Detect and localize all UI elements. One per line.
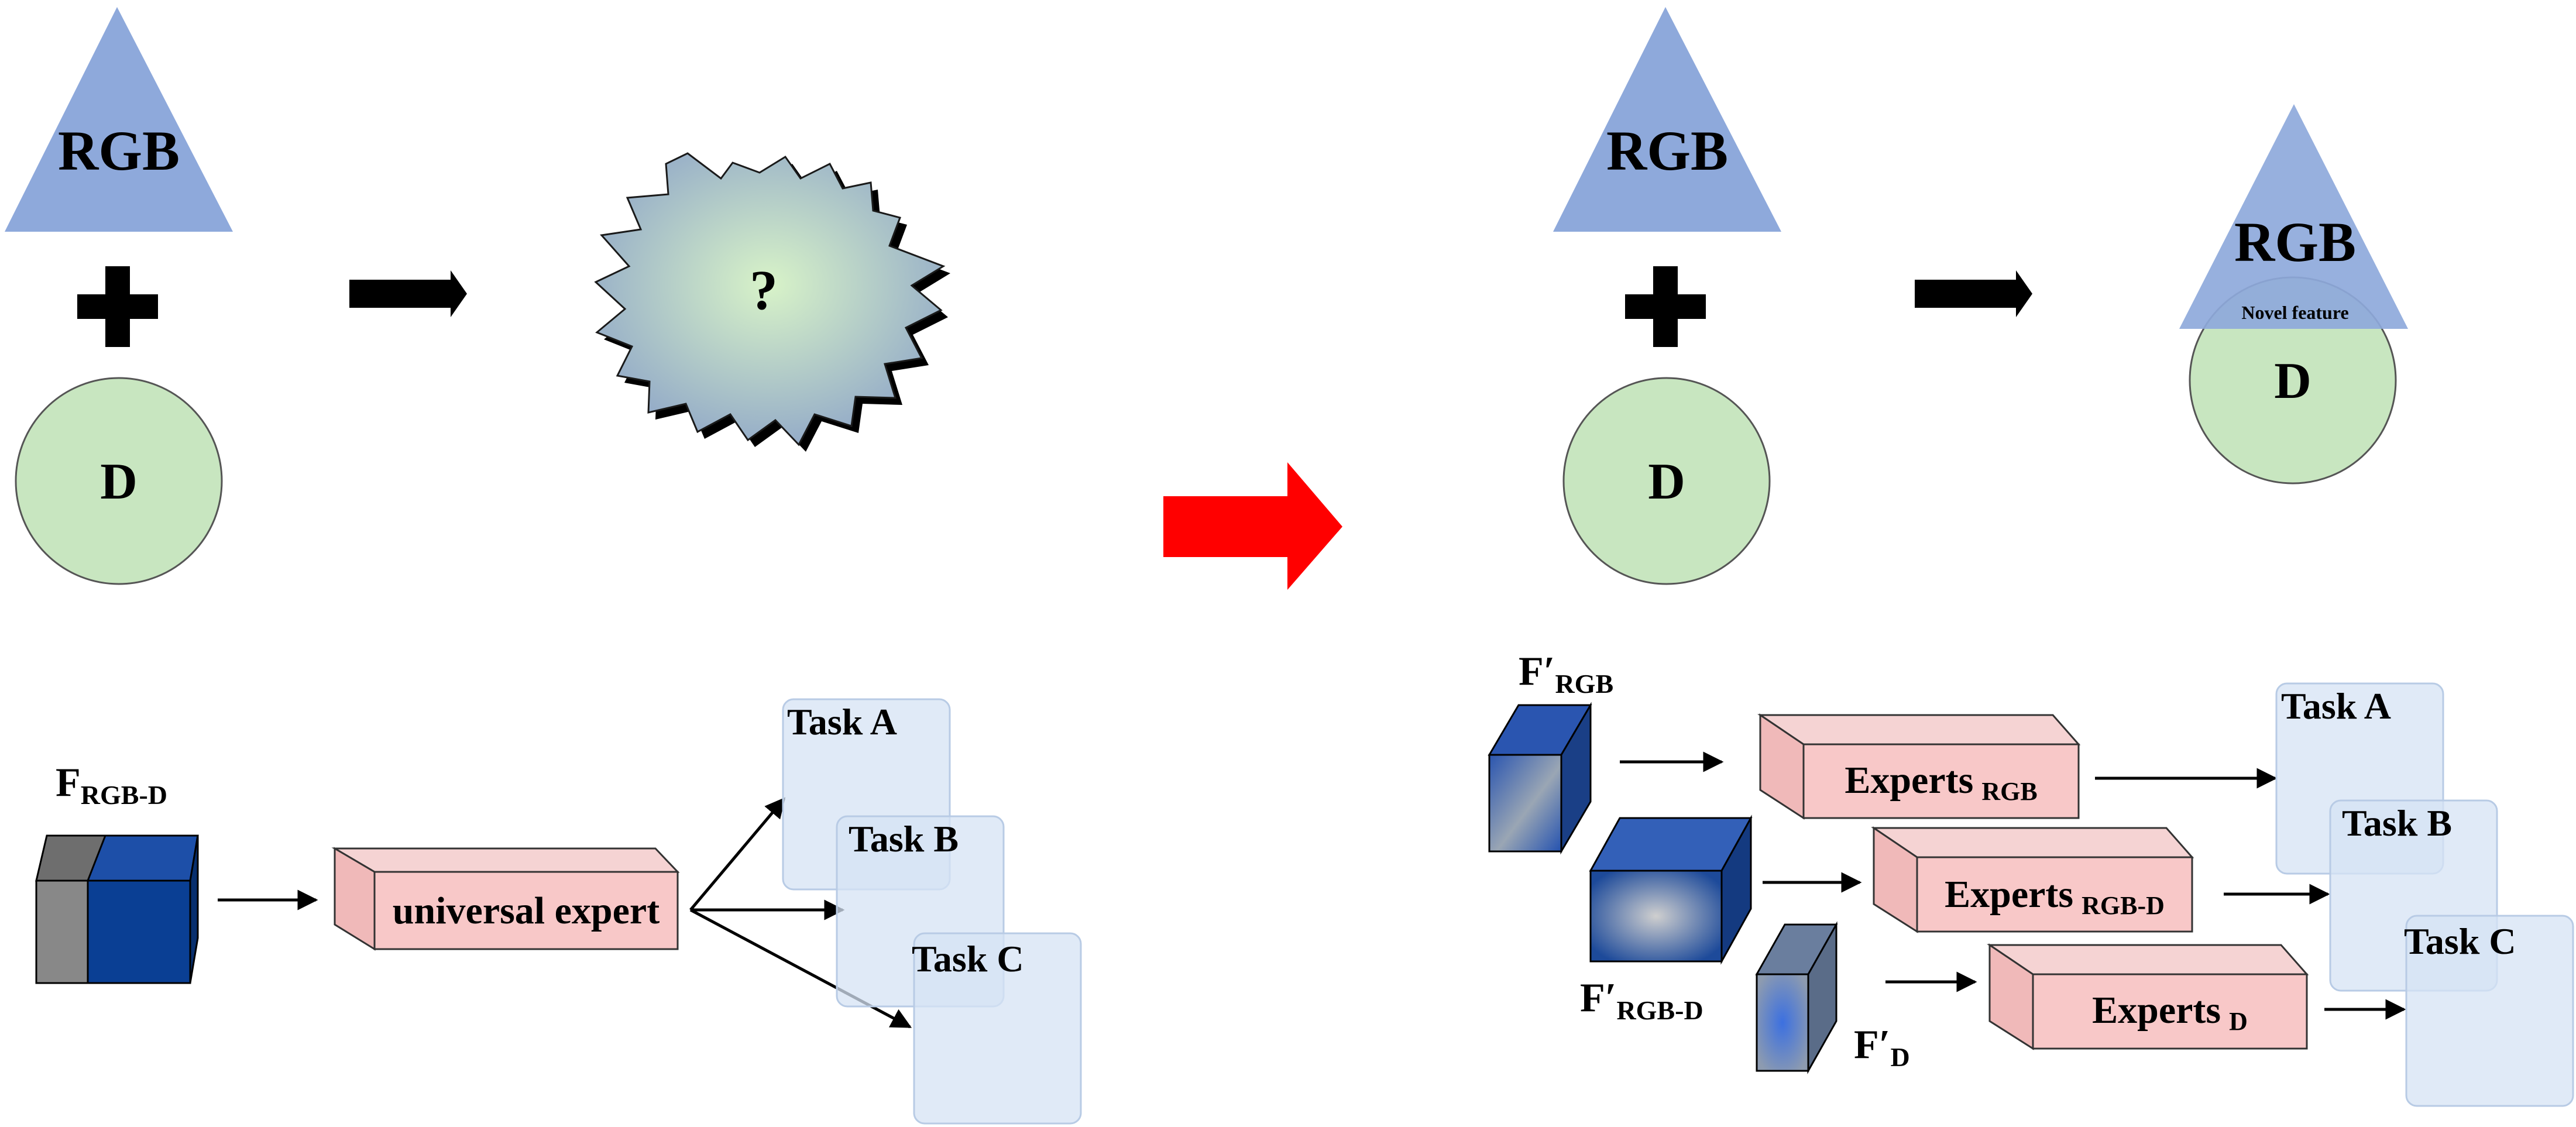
task-c-label: Task C — [912, 938, 1024, 980]
task-b-label: Task B — [849, 818, 959, 860]
arrow-right-icon — [1915, 270, 2032, 317]
unknown-result-label: ? — [750, 259, 778, 321]
cube-icon — [1589, 815, 1753, 965]
cube-icon — [1755, 921, 1838, 1074]
feature-rgbd-label: FRGB-D — [56, 760, 167, 810]
feature-rgbd-right-label: F′RGB-D — [1580, 975, 1703, 1025]
rgb-triangle-right-label: RGB — [1606, 119, 1728, 182]
left-panel: RGB D ? FRGB-D — [5, 7, 1082, 1125]
rgb-triangle: RGB — [5, 7, 233, 232]
plus-icon — [1625, 266, 1706, 347]
feature-d-label: F′D — [1854, 1022, 1910, 1072]
cube-icon — [35, 834, 199, 984]
rgb-triangle-label: RGB — [58, 119, 180, 182]
task-b-right-label: Task B — [2342, 802, 2452, 844]
arrow-to-task-a — [689, 797, 786, 911]
universal-expert-box: universal expert — [331, 847, 680, 951]
fused-rgb-label: RGB — [2234, 211, 2356, 273]
task-card-c-right: Task C — [2404, 915, 2574, 1107]
plus-icon — [77, 266, 158, 347]
transition-arrow-icon — [1163, 462, 1342, 590]
right-panel: RGB D RGB Novel feature D F′RGB — [1488, 7, 2574, 1107]
rgb-triangle-right: RGB — [1553, 7, 1781, 232]
task-a-label: Task A — [787, 701, 897, 743]
task-a-right-label: Task A — [2281, 685, 2391, 727]
starburst-icon: ? — [594, 152, 950, 452]
fused-d-label: D — [2274, 353, 2311, 410]
d-circle-right: D — [1562, 377, 1771, 585]
fused-feature-shape: RGB Novel feature D — [2179, 104, 2408, 485]
arrow-to-task-c — [689, 908, 912, 1029]
arrow-right-icon — [349, 270, 467, 317]
cube-icon — [1488, 702, 1592, 855]
novel-feature-label: Novel feature — [2241, 302, 2348, 323]
d-circle-label: D — [100, 453, 138, 510]
d-circle: D — [15, 377, 223, 585]
task-c-right-label: Task C — [2404, 920, 2516, 962]
universal-expert-label: universal expert — [393, 889, 660, 932]
task-card-c: Task C — [912, 932, 1082, 1125]
feature-rgb-label: F′RGB — [1519, 649, 1613, 699]
d-circle-right-label: D — [1648, 453, 1685, 510]
